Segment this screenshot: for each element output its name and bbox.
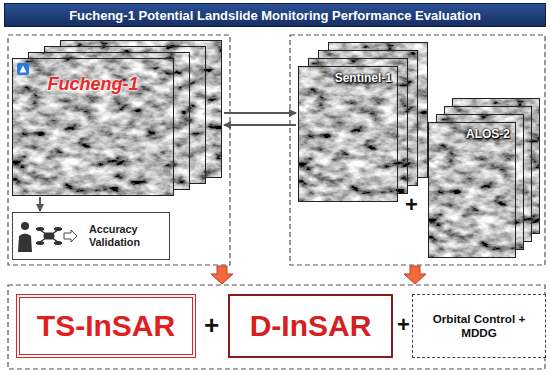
satellite-name: ALOS-2: [428, 127, 510, 141]
plus-sign: +: [397, 314, 410, 336]
plus-sign: +: [405, 194, 418, 216]
sar-sheet: [13, 59, 174, 196]
title-text: Fucheng-1 Potential Landslide Monitoring…: [63, 5, 487, 26]
connector-line: [224, 124, 296, 126]
down-arrow: [211, 266, 233, 284]
connector-line: [39, 197, 41, 211]
sar-image-stack: Fucheng-1: [12, 40, 222, 196]
box-text: D-InSAR: [250, 308, 372, 344]
connector-line: [224, 112, 296, 114]
sar-sheet-border: [13, 59, 174, 196]
sar-sheet: [299, 67, 398, 202]
sar-image-stack: Sentinel-1: [298, 42, 428, 202]
satellite-name: Sentinel-1: [298, 71, 392, 85]
sar-image: [428, 98, 540, 258]
box-text: Accuracy Validation: [89, 223, 159, 249]
person-icon: [18, 222, 32, 252]
left-panel: [8, 35, 230, 265]
sar-image: [12, 40, 222, 196]
sar-image: [298, 42, 428, 202]
bottom-panel: [8, 285, 545, 369]
box-text: TS-InSAR: [37, 308, 175, 344]
sar-sheet: [429, 123, 516, 258]
title-bar: Fucheng-1 Potential Landslide Monitoring…: [4, 3, 546, 27]
small-arrow: [64, 230, 77, 242]
plus-sign: +: [204, 312, 219, 338]
right-panel: [290, 35, 545, 265]
sar-sheet-border: [429, 123, 516, 258]
sar-sheet-border: [299, 67, 398, 202]
method-box: D-InSAR: [228, 294, 393, 358]
connector: [224, 113, 296, 125]
down-arrow: [404, 266, 426, 284]
validation-box: Accuracy Validation: [12, 212, 170, 260]
box-text: Orbital Control + MDDG: [426, 312, 532, 340]
sar-image-stack: ALOS-2: [428, 98, 540, 258]
logo: [17, 63, 29, 75]
connector: [40, 197, 41, 211]
logo-mark: [20, 66, 27, 73]
satellite-name-main: Fucheng-1: [12, 74, 174, 95]
method-box: TS-InSAR: [16, 294, 196, 358]
control-box: Orbital Control + MDDG: [412, 294, 546, 358]
drone-icon: [36, 228, 62, 245]
